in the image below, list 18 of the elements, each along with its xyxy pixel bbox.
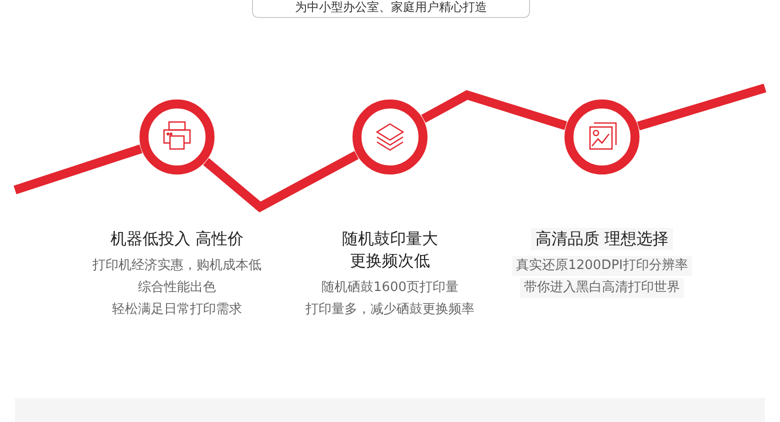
subtitle-tab: 为中小型办公室、家庭用户精心打造: [252, 0, 530, 18]
zigzag-line: [203, 151, 359, 212]
zigzag-line: [421, 90, 568, 130]
feature-heading: 机器低投入 高性价: [110, 228, 244, 250]
icon-circle: [352, 99, 428, 175]
feature-description: 随机硒鼓1600页打印量: [321, 279, 459, 297]
icon-circle: [564, 99, 640, 175]
zigzag-line: [14, 144, 142, 194]
feature-description: 打印量多，减少硒鼓更换频率: [306, 301, 474, 319]
feature-description: 真实还原1200DPI打印分辨率: [512, 256, 692, 276]
feature-heading: 高清品质 理想选择: [531, 228, 673, 250]
feature-description: 轻松满足日常打印需求: [112, 301, 242, 319]
feature-description: 带你进入黑白高清打印世界: [520, 278, 684, 298]
feature-description: 打印机经济实惠，购机成本低: [92, 257, 262, 275]
zigzag-line: [637, 84, 766, 130]
feature-description: 综合性能出色: [138, 279, 216, 297]
feature-heading: 随机鼓印量大更换频次低: [340, 228, 439, 272]
icon-circle: [139, 99, 215, 175]
